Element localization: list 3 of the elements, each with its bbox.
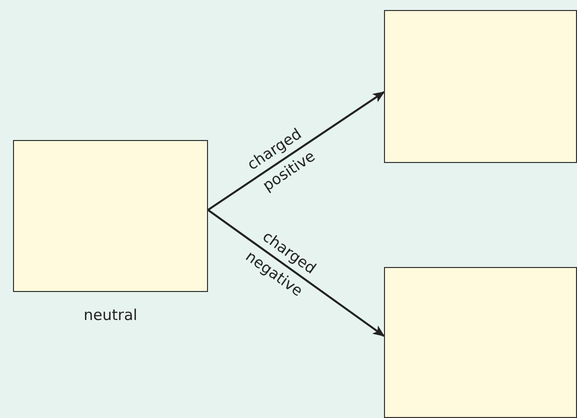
arrow xyxy=(207,91,385,211)
arrow xyxy=(207,209,385,337)
node-caption: neutral xyxy=(82,306,138,324)
